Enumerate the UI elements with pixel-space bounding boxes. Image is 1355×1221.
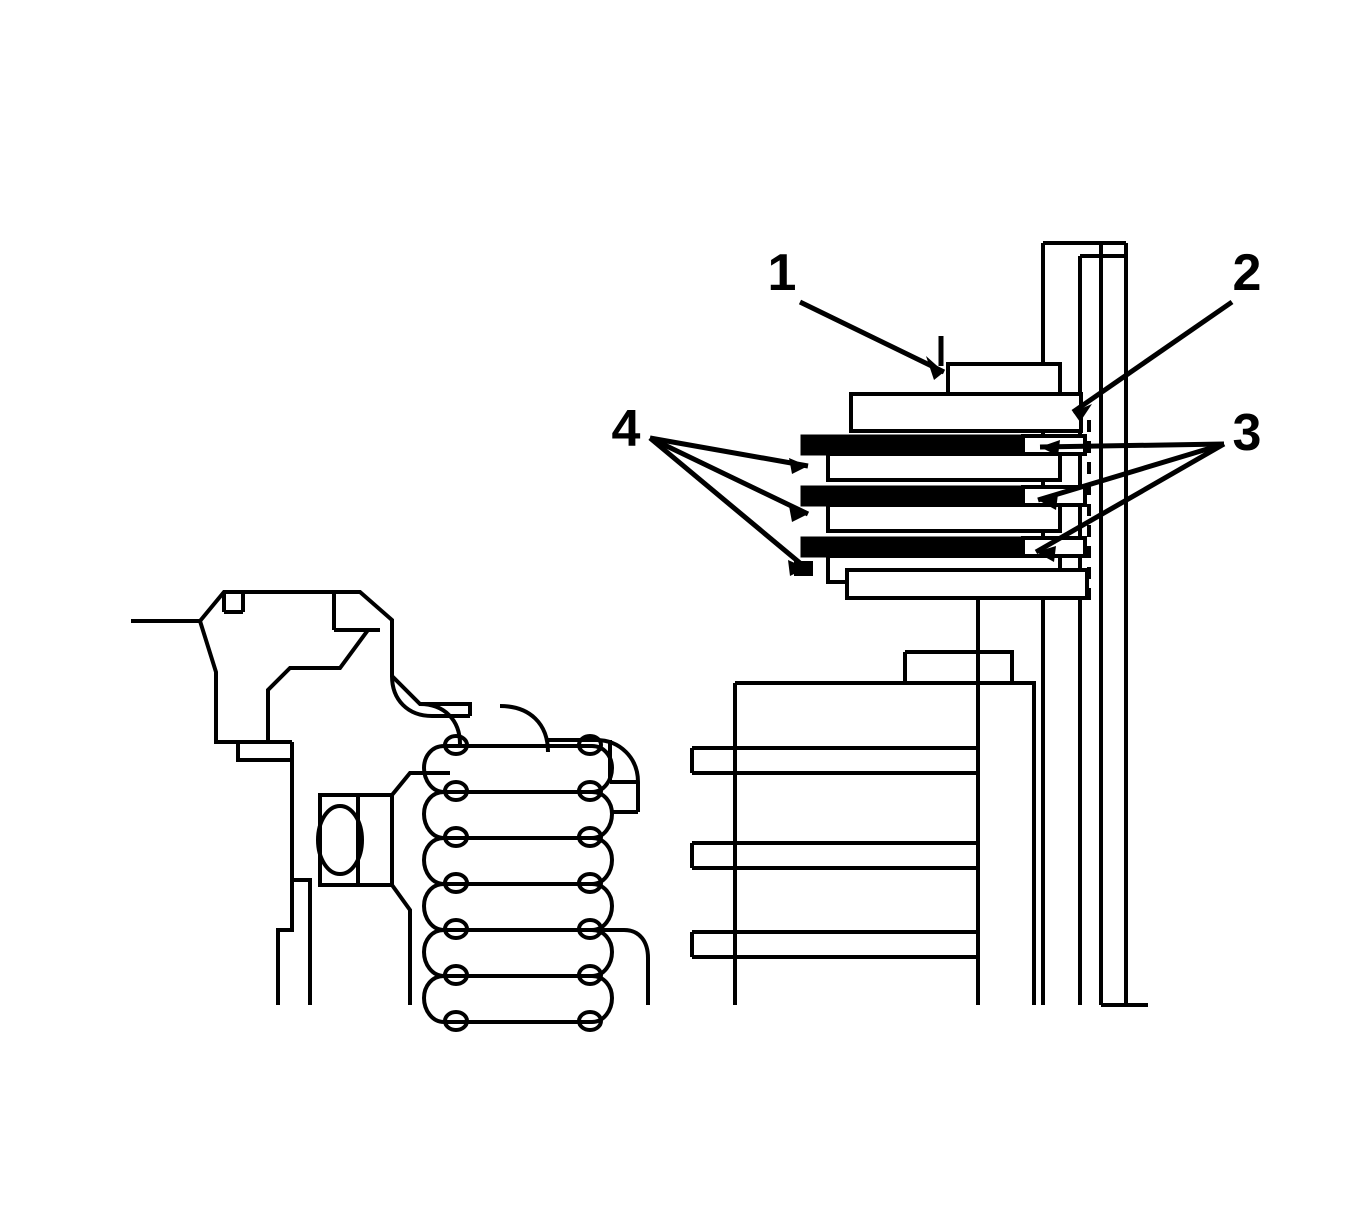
callout-leaders	[648, 299, 1234, 570]
callout-arrowheads	[788, 356, 1092, 576]
friction-disc-1	[800, 434, 1059, 456]
lower-clutch-drum	[690, 600, 1148, 1007]
steel-plate-2	[826, 503, 1062, 533]
leader-line-4c	[648, 436, 808, 570]
friction-disc-3	[800, 536, 1059, 558]
leader-line-3a	[1039, 441, 1225, 450]
vertical-shaft-upper	[1041, 241, 1128, 1000]
leader-line-1	[798, 299, 946, 375]
callout-label-3: 3	[1233, 404, 1262, 462]
base-plate	[845, 568, 1089, 600]
clutch-plate-stack	[794, 362, 1089, 600]
callout-label-2: 2	[1233, 244, 1262, 302]
coil-spring-detail	[421, 734, 615, 1032]
transmission-housing	[131, 590, 650, 1032]
leader-line-4a	[649, 435, 809, 469]
leader-line-4b	[648, 435, 810, 517]
leader-line-3c	[1034, 441, 1226, 555]
leader-line-3b	[1037, 441, 1225, 503]
callout-label-1: 1	[768, 244, 797, 302]
friction-disc-2	[800, 485, 1059, 507]
pressure-plate-top	[849, 392, 1083, 433]
steel-plate-1	[826, 452, 1062, 482]
callout-label-4: 4	[612, 400, 641, 458]
top-retainer-tab	[946, 362, 1062, 396]
leader-line-2	[1071, 299, 1234, 415]
